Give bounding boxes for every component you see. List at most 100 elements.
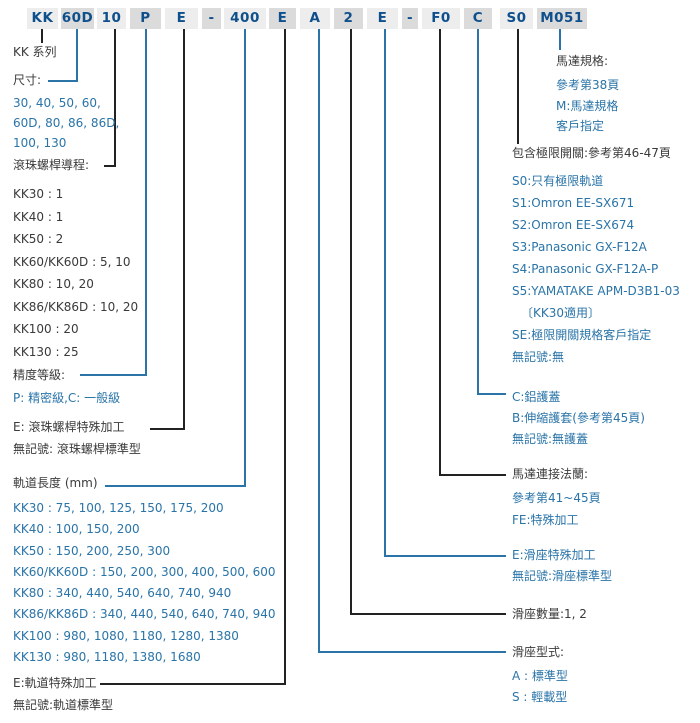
- connector-block-type-line: [318, 29, 320, 653]
- carriage-standard-label: 無記號:滑座標準型: [512, 569, 613, 583]
- switch-value-row: S5:YAMATAKE APM-D3B1-03: [512, 284, 680, 298]
- ballscrew-standard-label: 無記號: 滾珠螺桿標準型: [13, 442, 141, 456]
- code-box-dash-1: -: [202, 8, 221, 29]
- connector-lead-elbow: [104, 165, 116, 167]
- flange-value-row: 參考第41~45頁: [512, 491, 601, 505]
- code-box-flange: F0: [422, 8, 460, 29]
- size-label: 尺寸:: [13, 73, 42, 87]
- code-box-lead: 10: [97, 8, 126, 29]
- cover-values: C:鋁護蓋 B:伸縮護套(參考第45頁) 無記號:無護蓋: [512, 387, 645, 450]
- motor-label: 馬達規格:: [556, 54, 609, 68]
- size-value-row: 30, 40, 50, 60,: [13, 96, 101, 110]
- connector-lead-line: [114, 29, 116, 167]
- connector-motor-line: [559, 29, 561, 50]
- switch-value-row: S2:Omron EE-SX674: [512, 218, 635, 232]
- carriage-type-label: 滑座型式:: [512, 645, 565, 659]
- carriage-type-row: A : 標準型: [512, 669, 568, 683]
- code-box-ballscrew-machining: E: [165, 8, 198, 29]
- lead-value-row: KK60/KK60D : 5, 10: [13, 254, 131, 269]
- connector-length-line: [244, 29, 246, 487]
- lead-value-row: KK80 : 10, 20: [13, 277, 94, 291]
- size-values: 30, 40, 50, 60, 60D, 80, 86, 86D, 100, 1…: [13, 93, 119, 153]
- precision-label: 精度等級:: [13, 368, 66, 382]
- flange-values: 參考第41~45頁 FE:特殊加工: [512, 488, 601, 531]
- carriage-type-row: S : 輕載型: [512, 690, 568, 704]
- length-value-row: KK40 : 100, 150, 200: [13, 522, 140, 537]
- motor-value-row: 客戶指定: [556, 119, 605, 134]
- length-value-row: KK80 : 340, 440, 540, 640, 740, 940: [13, 586, 232, 601]
- switch-value-row: SE:極限開關規格客戶指定: [512, 328, 652, 342]
- connector-block-machining-elbow: [384, 555, 506, 557]
- length-value-row: KK30 : 75, 100, 125, 150, 175, 200: [13, 501, 224, 515]
- connector-ballscrew-line: [183, 29, 185, 430]
- code-box-cover: C: [464, 8, 492, 29]
- connector-series-line: [41, 29, 43, 43]
- lead-value-row: KK30 : 1: [13, 187, 64, 201]
- cover-value-row: C:鋁護蓋: [512, 390, 561, 404]
- size-value-row: 60D, 80, 86, 86D,: [13, 116, 120, 130]
- motor-value-row: M:馬達規格: [556, 98, 619, 113]
- carriage-qty-label: 滑座數量:1, 2: [512, 607, 587, 621]
- lead-value-row: KK40 : 1: [13, 209, 64, 224]
- connector-ballscrew-elbow: [150, 428, 185, 430]
- connector-accuracy-line: [145, 29, 147, 376]
- length-label: 軌道長度 (mm): [13, 476, 98, 490]
- length-value-row: KK86/KK86D : 340, 440, 540, 640, 740, 94…: [13, 607, 276, 622]
- code-box-block-type: A: [300, 8, 330, 29]
- connector-rail-machining-elbow: [100, 683, 286, 685]
- switch-value-row: S1:Omron EE-SX671: [512, 196, 635, 210]
- code-box-series: KK: [27, 8, 58, 29]
- code-box-block-machining: E: [367, 8, 398, 29]
- switch-value-row: S0:只有極限軌道: [512, 174, 604, 188]
- connector-rail-machining-line: [284, 29, 286, 685]
- cover-value-row: 無記號:無護蓋: [512, 432, 589, 446]
- switch-values: S0:只有極限軌道 S1:Omron EE-SX671 S2:Omron EE-…: [512, 170, 680, 368]
- connector-cover-line: [477, 29, 479, 395]
- code-box-switch: S0: [500, 8, 533, 29]
- length-value-row: KK60/KK60D : 150, 200, 300, 400, 500, 60…: [13, 564, 276, 579]
- length-value-row: KK50 : 150, 200, 250, 300: [13, 543, 171, 558]
- switch-value-row: 〔KK30適用〕: [521, 306, 601, 320]
- carriage-type-values: A : 標準型 S : 輕載型: [512, 666, 568, 708]
- length-value-row: KK100 : 980, 1080, 1180, 1280, 1380: [13, 628, 239, 643]
- lead-values: KK30 : 1 KK40 : 1 KK50 : 2 KK60/KK60D : …: [13, 183, 138, 363]
- flange-value-row: FE:特殊加工: [512, 512, 579, 527]
- connector-switch-line: [517, 29, 519, 144]
- connector-size-elbow: [48, 80, 78, 82]
- switch-value-row: S4:Panasonic GX-F12A-P: [512, 262, 659, 276]
- switch-label: 包含極限開關:參考第46-47頁: [512, 146, 671, 160]
- size-value-row: 100, 130: [13, 136, 67, 150]
- connector-flange-elbow: [439, 474, 506, 476]
- precision-value: P: 精密級,C: 一般級: [13, 391, 121, 405]
- connector-cover-elbow: [477, 393, 506, 395]
- lead-value-row: KK86/KK86D : 10, 20: [13, 299, 139, 314]
- connector-size-line: [76, 29, 78, 82]
- series-label: KK 系列: [13, 45, 57, 59]
- code-box-accuracy: P: [130, 8, 161, 29]
- code-box-size: 60D: [61, 8, 94, 29]
- connector-accuracy-elbow: [80, 374, 147, 376]
- length-values: KK30 : 75, 100, 125, 150, 175, 200 KK40 …: [13, 498, 276, 668]
- ballscrew-special-label: E: 滾珠螺桿特殊加工: [13, 420, 125, 434]
- connector-block-type-elbow: [318, 651, 506, 653]
- flange-label: 馬達連接法蘭:: [512, 467, 589, 481]
- connector-block-qty-line: [350, 29, 352, 615]
- lead-value-row: KK130 : 25: [13, 344, 79, 359]
- code-box-rail-machining: E: [269, 8, 296, 29]
- switch-value-row: S3:Panasonic GX-F12A: [512, 240, 647, 254]
- connector-flange-line: [439, 29, 441, 476]
- code-box-rail-length: 400: [224, 8, 266, 29]
- connector-block-qty-elbow: [350, 613, 506, 615]
- code-box-dash-2: -: [402, 8, 418, 29]
- switch-value-row: 無記號:無: [512, 350, 565, 364]
- motor-values: 參考第38頁 M:馬達規格 客戶指定: [556, 75, 619, 137]
- lead-label: 滾珠螺桿導程:: [13, 158, 90, 172]
- length-value-row: KK130 : 980, 1180, 1380, 1680: [13, 650, 201, 665]
- connector-length-elbow: [105, 485, 246, 487]
- carriage-special-label: E:滑座特殊加工: [512, 548, 596, 562]
- code-box-block-qty: 2: [334, 8, 363, 29]
- rail-standard-label: 無記號:軌道標準型: [13, 698, 114, 712]
- motor-value-row: 參考第38頁: [556, 78, 620, 92]
- rail-special-label: E:軌道特殊加工: [13, 676, 97, 690]
